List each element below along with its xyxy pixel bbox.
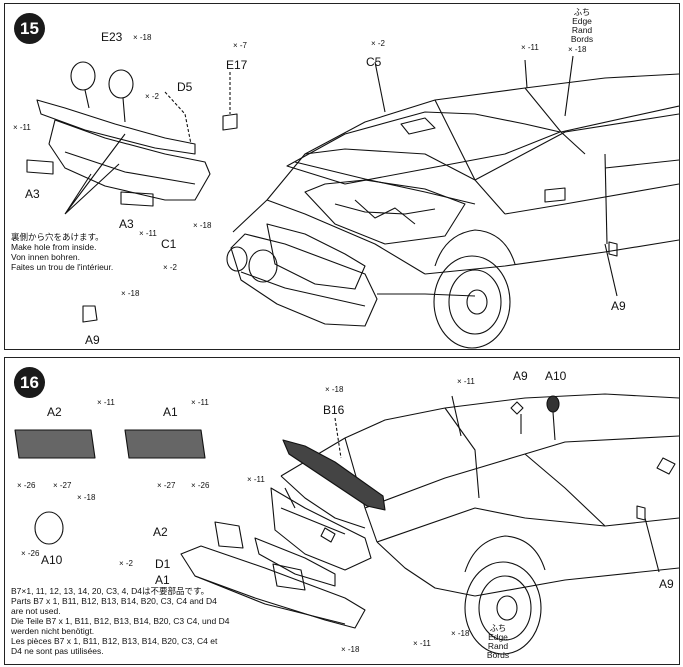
hole-note-ja: 裏側から穴をあけます。 [11, 232, 104, 242]
edge-note-fr: Bords [570, 34, 594, 44]
qty-d1: × -2 [119, 559, 134, 568]
part-label-a9-left: A9 [85, 333, 100, 347]
qty-a10-left-bottom: × -26 [21, 549, 40, 558]
unused-note-de-1: Die Teile B7 x 1, B11, B12, B13, B14, B2… [11, 616, 230, 626]
qty-e17: × -7 [233, 41, 248, 50]
qty-b16: × -18 [325, 385, 344, 394]
qty-a1-left-bottom: × -27 [157, 481, 176, 490]
edge-note-16: ふち Edge Rand Bords [483, 624, 513, 660]
part-label-a2-top: A2 [47, 405, 62, 419]
part-label-d1: D1 [155, 557, 171, 571]
qty-a9-top: × -11 [457, 377, 475, 386]
part-label-a3-center: A3 [119, 217, 134, 231]
qty-a9-left: × -18 [121, 289, 140, 298]
qty-a2-right-bottom: × -27 [53, 481, 72, 490]
edge-note-16-de: Rand [487, 641, 509, 651]
part-label-b16: B16 [323, 403, 345, 417]
unused-parts-note: B7×1, 11, 12, 13, 14, 20, C3, 4, D4は不要部品… [11, 586, 229, 656]
part-label-a1-mid: A1 [155, 573, 170, 587]
qty-edge-bottom: × -18 [451, 629, 470, 638]
edge-note-ja: ふち [573, 7, 591, 17]
qty-edge-bottom2: × -11 [413, 639, 431, 648]
step-15-panel: 15 [4, 3, 680, 350]
part-label-d5: D5 [177, 80, 193, 94]
hole-note-fr: Faites un trou de l'intérieur. [11, 262, 114, 272]
part-label-a2-mid: A2 [153, 525, 168, 539]
unused-note-en-1: Parts B7 x 1, B11, B12, B13, B14, B20, C… [11, 596, 217, 606]
part-label-a3-left: A3 [25, 187, 40, 201]
qty-d5: × -2 [145, 92, 160, 101]
unused-note-ja: B7×1, 11, 12, 13, 14, 20, C3, 4, D4は不要部品… [11, 586, 210, 596]
unused-note-en-2: are not used. [11, 606, 61, 616]
qty-c1: × -2 [163, 263, 178, 272]
part-label-c5: C5 [366, 55, 382, 69]
part-label-a1-top: A1 [163, 405, 178, 419]
hole-note-en: Make hole from inside. [11, 242, 97, 252]
part-label-e23: E23 [101, 30, 123, 44]
part-label-c1: C1 [161, 237, 177, 251]
part-label-a10-top: A10 [545, 369, 567, 383]
edge-note-15: ふち Edge Rand Bords [567, 8, 597, 44]
qty-a2-top: × -11 [97, 398, 115, 407]
part-label-a10-left: A10 [41, 553, 63, 567]
qty-e23: × -18 [133, 33, 152, 42]
edge-note-de: Rand [571, 25, 593, 35]
part-label-a9-top: A9 [513, 369, 528, 383]
step-16-illustration [14, 393, 679, 655]
edge-note-16-fr: Bords [486, 650, 510, 660]
qty-a10-left: × -18 [77, 493, 96, 502]
step-15-illustration [26, 55, 679, 349]
qty-a1-right-bottom: × -26 [191, 481, 210, 490]
step-16-panel: 16 [4, 357, 680, 665]
qty-a3-center: × -11 [139, 229, 157, 238]
part-label-a9-right: A9 [659, 577, 674, 591]
qty-a2-left-bottom: × -26 [17, 481, 36, 490]
hole-note: 裏側から穴をあけます。 Make hole from inside. Von i… [11, 232, 113, 272]
unused-note-de-2: werden nicht benötigt. [11, 626, 95, 636]
qty-c5: × -2 [371, 39, 386, 48]
qty-bumper-bottom: × -18 [341, 645, 360, 654]
hole-note-de: Von innen bohren. [11, 252, 81, 262]
edge-note-16-ja: ふち [489, 623, 507, 633]
edge-note-en: Edge [572, 16, 592, 26]
qty-a3-left: × -11 [13, 123, 31, 132]
part-label-e17: E17 [226, 58, 248, 72]
edge-note-16-en: Edge [488, 632, 508, 642]
part-label-a9-right: A9 [611, 299, 626, 313]
step-number-15: 15 [14, 13, 45, 44]
qty-a2-mid: × -11 [247, 475, 265, 484]
step-number-16: 16 [14, 367, 45, 398]
qty-body: × -11 [521, 43, 539, 52]
unused-note-fr-1: Les pièces B7 x 1, B11, B12, B13, B14, B… [11, 636, 218, 646]
qty-a1-top: × -11 [191, 398, 209, 407]
unused-note-fr-2: D4 ne sont pas utilisées. [11, 646, 104, 656]
qty-d5-lower: × -18 [193, 221, 212, 230]
qty-edge: × -18 [568, 45, 587, 54]
